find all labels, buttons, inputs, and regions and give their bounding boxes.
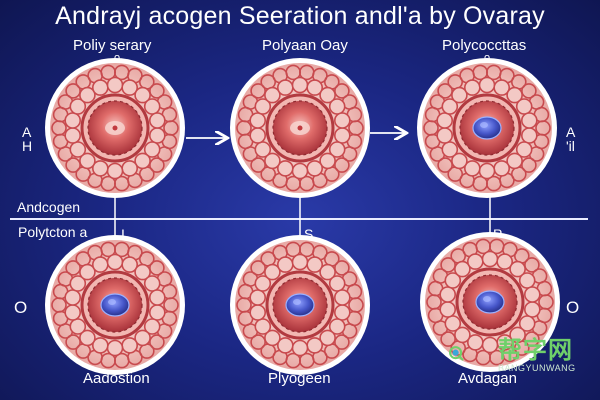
marker-left-top: A H: [22, 124, 33, 154]
follicle-bottom-3: [420, 232, 560, 372]
marker-right-bottom: O: [566, 298, 580, 317]
row-label-polycystic: Polytcton a: [18, 224, 88, 240]
follicle-bottom-1: [45, 235, 185, 375]
label-bottom-2: Plyogeen: [268, 370, 331, 387]
marker-mid-2: S: [304, 226, 314, 242]
row-label-androgen: Andcogen: [17, 199, 81, 215]
label-bottom-3: Avdagan: [458, 370, 517, 387]
label-top-2: Polyaan Oay: [262, 37, 348, 54]
follicle-top-2: [230, 58, 370, 198]
divider-line: [10, 218, 588, 220]
marker-right-top: A 'il: [566, 124, 576, 154]
watermark-text: 帮字网: [498, 337, 573, 364]
follicle-bottom-2: [230, 235, 370, 375]
label-bottom-1: Aadostion: [83, 370, 150, 387]
watermark-subtext: BANGYUNWANG: [498, 363, 576, 373]
marker-mid-1: I: [121, 226, 125, 242]
marker-top-3: o: [484, 52, 491, 64]
follicle-top-3: [417, 58, 557, 198]
marker-top-1: o: [114, 52, 121, 64]
marker-left-bottom: O: [14, 298, 28, 317]
follicle-top-1: [45, 58, 185, 198]
watermark-logo-icon: [449, 346, 464, 361]
diagram-title: Andrayj acogen Seeration andl'a by Ovara…: [55, 2, 545, 30]
label-top-3: Polycoccttas: [442, 37, 527, 54]
label-top-1: Poliy serary: [73, 37, 152, 54]
